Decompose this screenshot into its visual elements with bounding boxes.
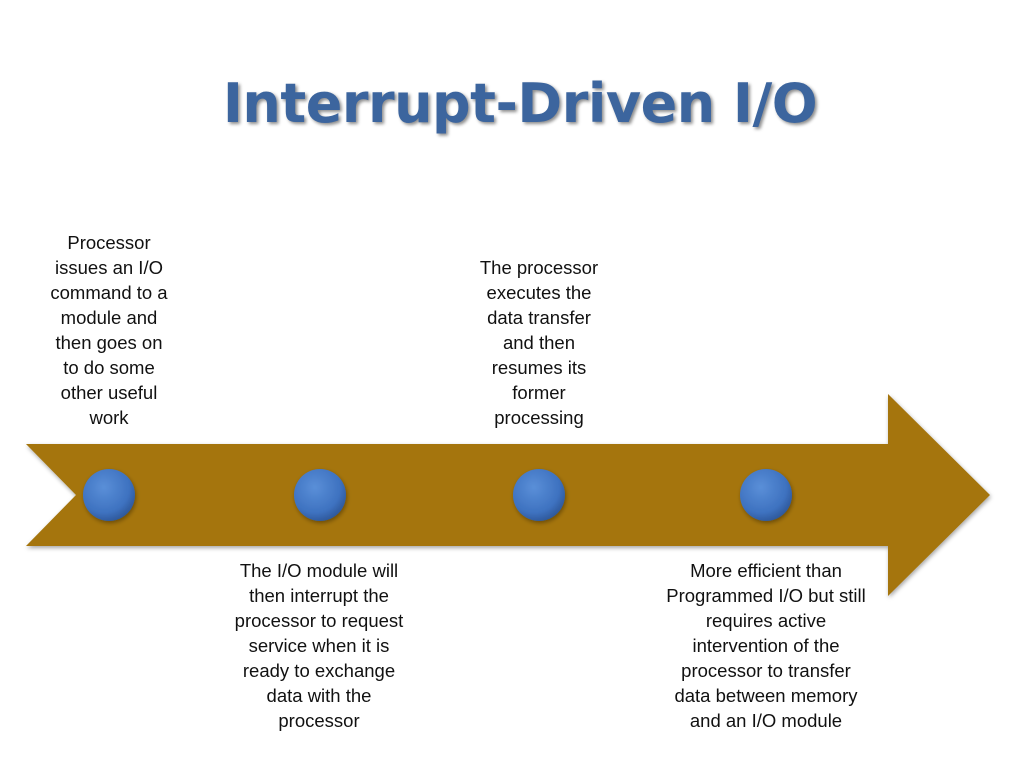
timeline-node-3	[513, 469, 565, 521]
timeline-node-1	[83, 469, 135, 521]
timeline-node-2	[294, 469, 346, 521]
timeline-node-4	[740, 469, 792, 521]
step-text-2: The I/O module will then interrupt the p…	[234, 560, 404, 731]
step-text-4: More efficient than Programmed I/O but s…	[666, 560, 866, 731]
slide-title: Interrupt-Driven I/O	[222, 72, 818, 135]
step-text-3: The processor executes the data transfer…	[479, 257, 599, 428]
step-text-1: Processor issues an I/O command to a mod…	[50, 232, 168, 428]
arrow-body	[26, 394, 990, 596]
